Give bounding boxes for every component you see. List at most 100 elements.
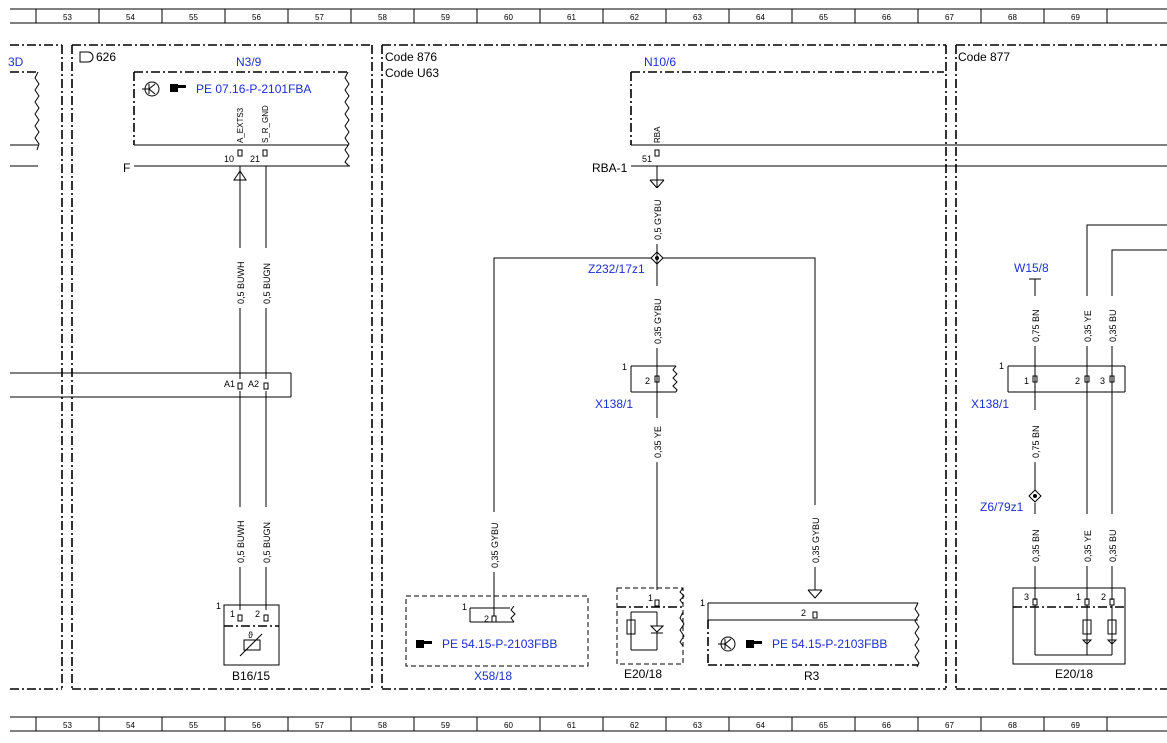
bottom-grid-number: 62 bbox=[630, 721, 639, 730]
n3-9-reference[interactable]: PE 07.16-P-2101FBA bbox=[196, 82, 311, 96]
top-grid-number: 67 bbox=[945, 13, 954, 22]
z6-79z1-splice: Z6/79z1 bbox=[980, 489, 1042, 514]
x138-1-left-pin-2: 2 bbox=[645, 376, 650, 386]
r3-component: 1 2 PE 54.15-P-2103FBB R3 bbox=[700, 589, 920, 683]
bottom-grid-number: 66 bbox=[882, 721, 891, 730]
top-grid-number: 57 bbox=[315, 13, 324, 22]
wire-label-gybu-mid: 0,35 GYBU bbox=[653, 298, 663, 344]
e20-18-left-pin-1: 1 bbox=[648, 593, 653, 603]
top-grid-number: 63 bbox=[693, 13, 702, 22]
led-icon bbox=[1081, 639, 1093, 645]
bottom-grid-number: 63 bbox=[693, 721, 702, 730]
bottom-grid-number: 57 bbox=[315, 721, 324, 730]
pin-name-a-exts3: A_EXTS3 bbox=[236, 107, 245, 143]
top-grid-number: 59 bbox=[441, 13, 450, 22]
bottom-grid-number: 65 bbox=[819, 721, 828, 730]
resistor-icon bbox=[1082, 619, 1092, 635]
wire-label-bn-low: 0,35 BN bbox=[1031, 529, 1041, 562]
top-grid-number: 65 bbox=[819, 13, 828, 22]
theta-symbol: ϑ bbox=[248, 630, 253, 640]
e20-18-right-label: E20/18 bbox=[1055, 667, 1093, 681]
wire-label-gybu-left: 0,35 GYBU bbox=[490, 522, 500, 568]
top-grid-number: 55 bbox=[189, 13, 198, 22]
n10-6-label: N10/6 bbox=[644, 55, 676, 69]
wire-gybu-right-path bbox=[663, 257, 816, 590]
wire-label-bugn-upper: 0,5 BUGN bbox=[262, 263, 272, 304]
x58-18-pin-2: 2 bbox=[484, 614, 489, 624]
left-stub-label: 3D bbox=[8, 55, 24, 69]
wire-label-bn-mid: 0,75 BN bbox=[1031, 425, 1041, 458]
wire-label-ye-low: 0,35 YE bbox=[1083, 530, 1093, 562]
wire-label-bn-upper: 0,75 BN bbox=[1031, 309, 1041, 342]
wire-label-gybu-right: 0,35 GYBU bbox=[811, 517, 821, 563]
top-grid-number: 66 bbox=[882, 13, 891, 22]
top-grid-number: 54 bbox=[126, 13, 135, 22]
reference-hand-icon bbox=[746, 640, 762, 648]
top-grid-number: 68 bbox=[1008, 13, 1017, 22]
b16-15-sensor: 1 1 2 ϑ B16/15 bbox=[216, 601, 280, 683]
pin-21: 21 bbox=[250, 154, 260, 164]
top-grid-number: 53 bbox=[63, 13, 72, 22]
reference-hand-icon bbox=[170, 84, 186, 92]
led-icon bbox=[1106, 639, 1118, 645]
bottom-grid-number: 67 bbox=[945, 721, 954, 730]
bottom-grid-number: 64 bbox=[756, 721, 765, 730]
r3-pin-1-marker: 1 bbox=[700, 598, 705, 608]
r3-reference[interactable]: PE 54.15-P-2103FBB bbox=[772, 637, 887, 651]
w15-8-label: W15/8 bbox=[1014, 261, 1049, 275]
wire-label-bu-right: 0,35 BU bbox=[1108, 309, 1118, 342]
bottom-grid-number: 59 bbox=[441, 721, 450, 730]
b16-15-pin-2: 2 bbox=[255, 609, 260, 619]
code-626-label: 626 bbox=[79, 50, 116, 64]
top-grid-number: 60 bbox=[504, 13, 513, 22]
bottom-grid-number: 53 bbox=[63, 721, 72, 730]
resistor-icon bbox=[1107, 619, 1117, 635]
e20-18-right-pin-1: 1 bbox=[1076, 592, 1081, 602]
top-grid-number: 62 bbox=[630, 13, 639, 22]
rba-1-label: RBA-1 bbox=[592, 161, 628, 175]
pin-10: 10 bbox=[224, 154, 234, 164]
x138-1-right-pin-3: 3 bbox=[1100, 376, 1105, 386]
wire-label-buwh-lower: 0,5 BUWH bbox=[236, 520, 246, 563]
x138-1-right-pin-1-marker: 1 bbox=[999, 361, 1004, 371]
b16-15-pin-1: 1 bbox=[230, 609, 235, 619]
wire-label-ye-right: 0,35 YE bbox=[1083, 310, 1093, 342]
bottom-grid-number: 61 bbox=[567, 721, 576, 730]
wire-label-bu-low: 0,35 BU bbox=[1108, 529, 1118, 562]
led-icon bbox=[649, 612, 665, 650]
pin-a2: A2 bbox=[248, 379, 259, 389]
x138-1-right-pin-2: 2 bbox=[1075, 376, 1080, 386]
z6-79z1-label: Z6/79z1 bbox=[980, 500, 1024, 514]
pin-51: 51 bbox=[642, 154, 652, 164]
top-grid-number: 56 bbox=[252, 13, 261, 22]
n3-9-label: N3/9 bbox=[236, 55, 262, 69]
code-u63-label: Code U63 bbox=[385, 66, 439, 80]
code-877-label: Code 877 bbox=[958, 50, 1010, 64]
x58-18-label: X58/18 bbox=[474, 669, 512, 683]
bottom-grid-number: 69 bbox=[1071, 721, 1080, 730]
x138-1-left-label: X138/1 bbox=[595, 397, 633, 411]
section-separators bbox=[10, 44, 1167, 690]
pin-a1: A1 bbox=[224, 379, 235, 389]
x58-18-component: 1 2 PE 54.15-P-2103FBB X58/18 bbox=[405, 592, 589, 683]
code-876-label: Code 876 bbox=[385, 50, 437, 64]
e20-18-lamp-right: 3 1 2 E20/18 bbox=[1012, 587, 1126, 681]
bottom-grid-number: 54 bbox=[126, 721, 135, 730]
e20-18-right-pin-3: 3 bbox=[1024, 592, 1029, 602]
b16-15-pin-1-marker: 1 bbox=[216, 601, 221, 611]
x138-1-left-pin-1-marker: 1 bbox=[622, 362, 627, 372]
connector-a1-a2: A1 A2 bbox=[10, 372, 292, 398]
transistor-icon bbox=[718, 636, 736, 652]
r3-pin-2: 2 bbox=[801, 608, 806, 618]
x58-18-pin-1-marker: 1 bbox=[462, 602, 467, 612]
label-f: F bbox=[123, 161, 130, 175]
wire-label-buwh-upper: 0,5 BUWH bbox=[236, 261, 246, 304]
x138-1-connector-left: 1 2 X138/1 bbox=[595, 362, 678, 411]
transistor-icon bbox=[142, 81, 160, 97]
x58-18-reference[interactable]: PE 54.15-P-2103FBB bbox=[442, 637, 557, 651]
n3-9-control-unit: N3/9 PE 07.16-P-2101FBA A_EXTS3 S_R_GND … bbox=[123, 55, 350, 181]
